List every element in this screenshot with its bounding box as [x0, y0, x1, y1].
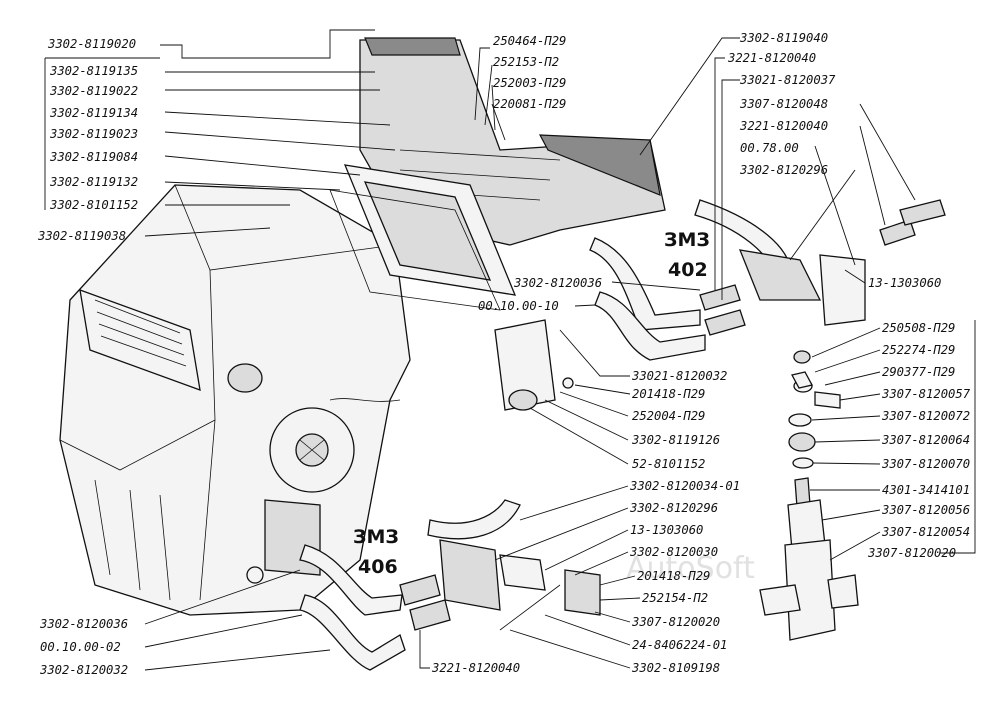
part-label: 201418-П29: [637, 569, 710, 583]
part-label: 52-8101152: [632, 457, 705, 471]
part-label: 24-8406224-01: [632, 638, 727, 652]
part-label: 3302-8120032: [39, 663, 128, 677]
part-label: 3307-8120054: [881, 525, 970, 539]
watermark: AutoSoft: [626, 551, 755, 586]
leader-lines: [44, 29, 976, 671]
part-label: 3302-8120034-01: [629, 479, 740, 493]
hoses-406: [299, 499, 601, 671]
part-labels: 3302-8119020 3302-8119135 3302-8119022 3…: [37, 31, 971, 677]
part-label: 3302-8119135: [49, 64, 138, 78]
heater-housing: [59, 184, 411, 616]
part-label: 3302-8101152: [49, 198, 138, 212]
part-label: 00.78.00: [740, 141, 799, 155]
part-label: 3307-8120020: [867, 546, 956, 560]
part-label: 33021-8120032: [631, 369, 727, 383]
heater-tap: [759, 350, 859, 641]
part-label: 3302-8120296: [739, 163, 828, 177]
part-label: 250464-П29: [493, 34, 566, 48]
part-label: 3302-8120036: [513, 276, 602, 290]
part-label: 3302-8119038: [37, 229, 126, 243]
part-label: 3302-8120036: [39, 617, 128, 631]
engine-label-406-line1: ЗМЗ: [353, 526, 399, 548]
part-label: 3307-8120064: [881, 433, 970, 447]
part-label: 00.10.00-10: [478, 299, 559, 313]
part-label: 3307-8120056: [881, 503, 970, 517]
engine-label-402-line2: 402: [668, 259, 708, 281]
part-label: 252153-П2: [493, 55, 559, 69]
part-label: 3302-8109198: [631, 661, 720, 675]
part-label: 3302-8119040: [739, 31, 828, 45]
part-label: 3302-8119020: [47, 37, 136, 51]
part-label: 3302-8119126: [631, 433, 720, 447]
part-label: 3302-8119084: [49, 150, 138, 164]
part-label: 3302-8119022: [49, 84, 138, 98]
part-label: 250508-П29: [882, 321, 955, 335]
engine-label-402-line1: ЗМЗ: [664, 229, 710, 251]
part-label: 4301-3414101: [882, 483, 970, 497]
part-label: 3302-8119023: [49, 127, 138, 141]
part-label: 252274-П29: [882, 343, 955, 357]
hoses-402: [589, 199, 946, 361]
part-label: 3302-8120030: [629, 545, 718, 559]
part-label: 220081-П29: [493, 97, 566, 111]
part-label: 252154-П2: [642, 591, 708, 605]
part-label: 252004-П29: [632, 409, 705, 423]
part-label: 13-1303060: [868, 276, 941, 290]
part-label: 3221-8120040: [431, 661, 520, 675]
part-label: 3307-8120057: [881, 387, 971, 401]
part-label: 33021-8120037: [739, 73, 836, 87]
part-label: 3302-8119134: [49, 106, 138, 120]
part-label: 13-1303060: [630, 523, 703, 537]
part-label: 3302-8119132: [49, 175, 138, 189]
bracket: [494, 319, 574, 411]
part-label: 3307-8120070: [881, 457, 970, 471]
part-label: 252003-П29: [493, 76, 566, 90]
engine-label-406-line2: 406: [358, 556, 398, 578]
part-label: 00.10.00-02: [40, 640, 121, 654]
gasket-frames: [329, 164, 517, 311]
part-label: 3302-8120296: [629, 501, 718, 515]
part-label: 201418-П29: [632, 387, 705, 401]
part-label: 290377-П29: [882, 365, 955, 379]
part-label: 3307-8120020: [631, 615, 720, 629]
part-label: 3221-8120040: [739, 119, 828, 133]
part-label: 3221-8120040: [727, 51, 816, 65]
part-label: 3307-8120072: [881, 409, 970, 423]
part-label: 3307-8120048: [739, 97, 828, 111]
